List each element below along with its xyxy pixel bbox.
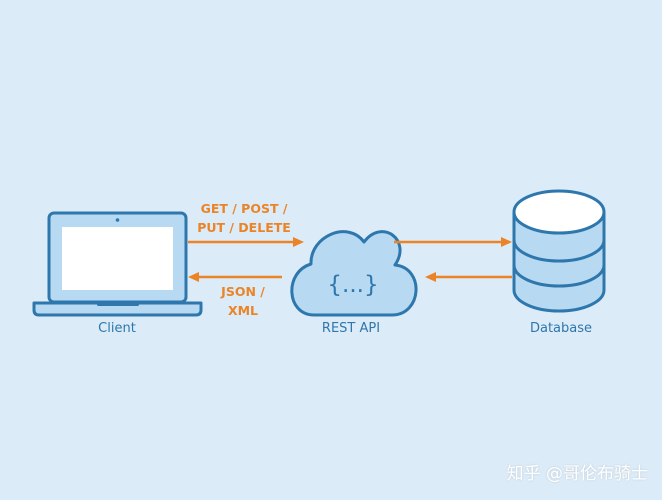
arrow-api-to-client — [188, 272, 282, 282]
laptop-icon — [32, 211, 203, 317]
api-label: REST API — [321, 321, 381, 336]
api-symbol: {...} — [327, 272, 378, 298]
response-format-label: JSON / XML — [221, 282, 265, 320]
database-icon — [512, 189, 606, 313]
request-methods-line2: PUT / DELETE — [197, 220, 291, 235]
request-methods-label: GET / POST / PUT / DELETE — [197, 199, 291, 237]
client-label: Client — [98, 321, 136, 336]
database-label: Database — [529, 321, 593, 336]
cloud-icon — [290, 230, 418, 317]
response-format-line2: XML — [227, 303, 259, 318]
arrow-client-to-api — [188, 237, 304, 247]
response-format-line1: JSON / — [221, 284, 265, 299]
watermark: 知乎 @哥伦布骑士 — [506, 464, 648, 484]
request-methods-line1: GET / POST / — [200, 201, 288, 216]
arrow-database-to-api — [425, 272, 512, 282]
arrow-api-to-database — [394, 237, 512, 247]
